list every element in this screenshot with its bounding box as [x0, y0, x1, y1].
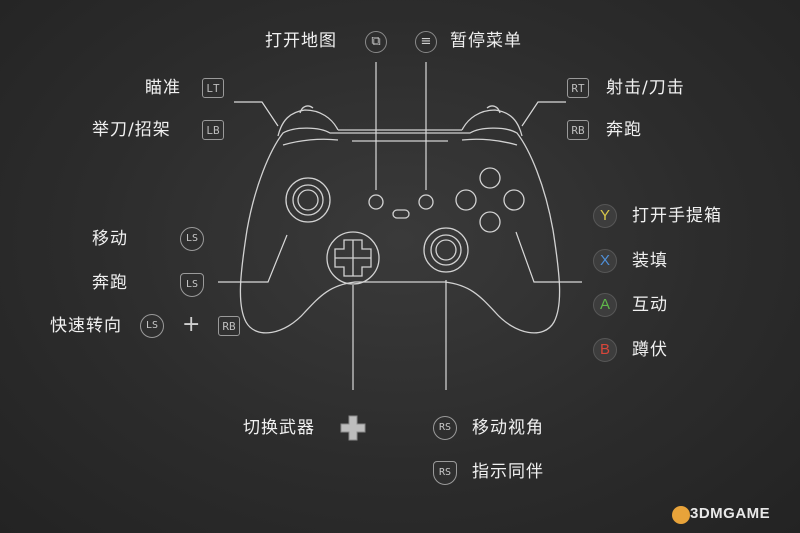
plus-icon: + [182, 314, 200, 336]
rb-bumper-icon: RB [567, 120, 589, 140]
face-button-outlines [456, 168, 524, 232]
rb-turn-icon: RB [218, 316, 240, 336]
dpad-icon [340, 415, 366, 441]
left-stick-turn-icon: LS [140, 314, 164, 338]
view-button-icon: ⧉ [365, 31, 387, 53]
sprint-rb-label: 奔跑 [606, 120, 642, 140]
leader-lines [218, 62, 582, 390]
watermark-text: 3DMGAME [690, 505, 770, 522]
left-stick [286, 178, 330, 222]
x-button-icon: X [593, 249, 617, 273]
quick-turn-label: 快速转向 [50, 316, 122, 336]
move-camera-label: 移动视角 [472, 418, 544, 438]
sprint-ls-label: 奔跑 [92, 273, 128, 293]
lt-trigger-icon: LT [202, 78, 224, 98]
pause-menu-label: 暂停菜单 [450, 31, 522, 51]
controller-outline [240, 106, 559, 333]
right-stick [424, 228, 468, 272]
guide-partner-label: 指示同伴 [472, 462, 544, 482]
move-label: 移动 [92, 229, 128, 249]
reload-label: 装填 [632, 251, 668, 271]
aim-label: 瞄准 [145, 78, 181, 98]
left-stick-icon: LS [180, 227, 204, 251]
interact-label: 互动 [632, 295, 668, 315]
crouch-label: 蹲伏 [632, 340, 668, 360]
center-buttons [369, 195, 433, 218]
open-map-label: 打开地图 [265, 31, 337, 51]
raise-knife-label: 举刀/招架 [92, 120, 171, 140]
right-stick-icon: RS [433, 416, 457, 440]
rt-trigger-icon: RT [567, 78, 589, 98]
shoot-knife-label: 射击/刀击 [606, 78, 685, 98]
menu-button-icon: ≡ [415, 31, 437, 53]
left-stick-press-icon: LS [180, 273, 204, 297]
b-button-icon: B [593, 338, 617, 362]
switch-weapon-label: 切换武器 [243, 418, 315, 438]
lb-bumper-icon: LB [202, 120, 224, 140]
dpad [327, 232, 379, 284]
right-stick-press-icon: RS [433, 461, 457, 485]
open-briefcase-label: 打开手提箱 [632, 206, 722, 226]
3dm-logo-icon [672, 506, 690, 524]
y-button-icon: Y [593, 204, 617, 228]
a-button-icon: A [593, 293, 617, 317]
